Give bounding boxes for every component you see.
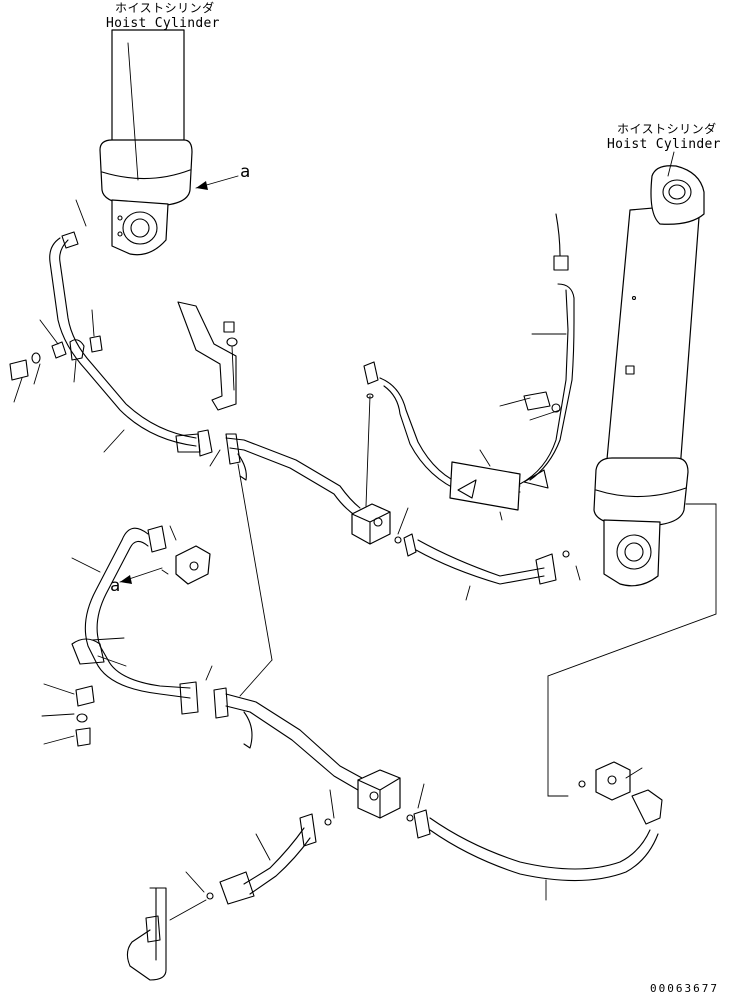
upper-center-pipe — [225, 433, 391, 545]
right-upper-hoses — [363, 213, 575, 507]
lower-left-hose — [84, 525, 211, 715]
bracket-leader-line — [237, 463, 273, 661]
bottom-left-pipe — [126, 887, 207, 981]
left-cylinder-label-en: Hoist Cylinder — [106, 16, 220, 31]
bottom-right-hose — [406, 761, 663, 901]
middle-right-hose — [394, 507, 581, 601]
left-cylinder-leader — [127, 42, 139, 181]
pipe-bracket — [177, 301, 238, 411]
left-cylinder-label-jp: ホイストシリンダ — [115, 1, 215, 15]
drawing-code: 00063677 — [650, 982, 719, 995]
reference-mark-a-upper: a — [240, 162, 251, 182]
right-upper-tag-plate — [449, 461, 549, 511]
reference-mark-a-lower: a — [110, 576, 121, 596]
lower-clamp-parts — [71, 638, 105, 747]
right-cylinder-return-line — [547, 503, 717, 797]
upper-left-hose — [49, 231, 213, 457]
upper-leaders — [13, 199, 221, 467]
lower-bracket-leader — [239, 659, 273, 697]
bottom-left-hose — [185, 789, 335, 905]
left-hoist-cylinder — [99, 29, 193, 256]
upper-clamp-bolts — [9, 335, 103, 381]
right-cylinder-leader — [667, 151, 675, 177]
right-cylinder-label-jp: ホイストシリンダ — [617, 122, 717, 136]
right-hoist-cylinder — [593, 165, 705, 587]
right-upper-leaders — [479, 333, 567, 521]
lower-left-leaders — [41, 525, 213, 745]
right-cylinder-label-en: Hoist Cylinder — [607, 137, 721, 152]
lower-center-pipe — [213, 687, 401, 819]
